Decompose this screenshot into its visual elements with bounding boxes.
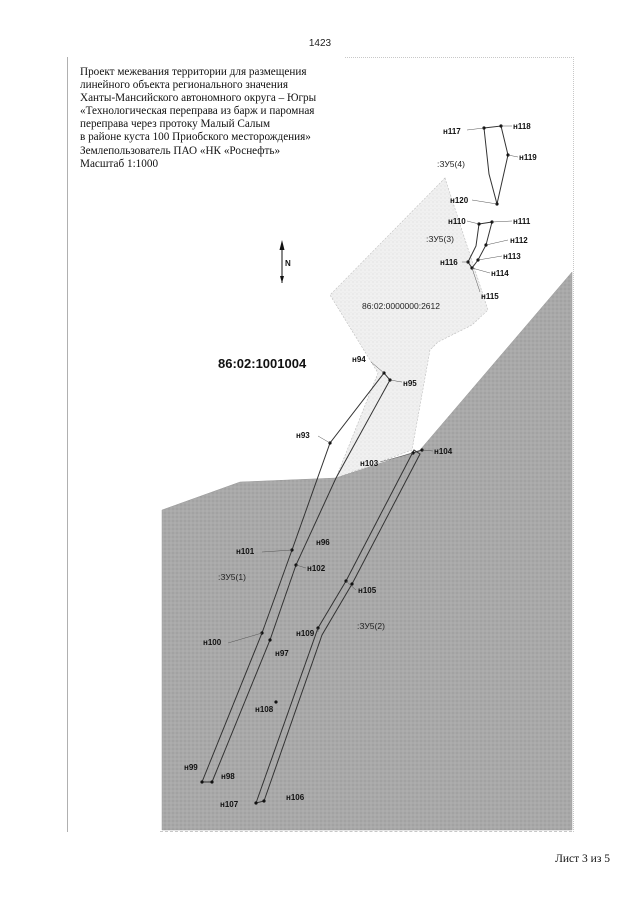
point-label: н102 [307, 564, 326, 573]
point-label: н97 [275, 649, 289, 658]
point-label: н107 [220, 800, 239, 809]
north-label: N [285, 259, 291, 268]
zone-label-zu5-3: :ЗУ5(3) [426, 234, 454, 244]
point-label: н109 [296, 629, 315, 638]
point-label: н106 [286, 793, 305, 802]
point-label: н118 [513, 122, 531, 131]
point-label: н113 [503, 252, 521, 261]
point-label: н98 [221, 772, 235, 781]
point-label: н95 [403, 379, 417, 388]
point-label: н103 [360, 459, 379, 468]
point-label: н108 [255, 705, 274, 714]
title-line: переправа через протоку Малый Салым [80, 118, 271, 131]
zone-label-zu5-2: :ЗУ5(2) [357, 621, 385, 631]
map-frame [67, 57, 574, 832]
point-label: н105 [358, 586, 377, 595]
parcel-area [329, 177, 489, 479]
sheet-label: Лист 3 из 5 [555, 853, 610, 865]
point-label: н112 [510, 236, 528, 245]
point-label: н93 [296, 431, 310, 440]
parcel-number-label: 86:02:0000000:2612 [362, 301, 440, 311]
point-label: н114 [491, 269, 509, 278]
point-label: н119 [519, 153, 537, 162]
page-number: 1423 [308, 38, 332, 49]
title-line: «Технологическая переправа из барж и пар… [80, 105, 315, 118]
zone-boundary-zu5-2 [255, 449, 421, 804]
point-label: н110 [448, 217, 466, 226]
zone-label-zu5-1: :ЗУ5(1) [218, 572, 246, 582]
point-label: н94 [352, 355, 366, 364]
point-label: н101 [236, 547, 255, 556]
zone-boundary-zu5-3 [467, 221, 493, 269]
point-label: н104 [434, 447, 453, 456]
point-label: н99 [184, 763, 198, 772]
title-line: Землепользователь ПАО «НК «Роснефть» [80, 144, 281, 157]
zone-label-zu5-4: :ЗУ5(4) [437, 159, 465, 169]
frame-bottom-edge [160, 831, 572, 832]
leader-lines [227, 125, 519, 644]
title-line: линейного объекта регионального значения [80, 79, 289, 92]
north-arrow-icon: N [279, 240, 291, 283]
point-label: н115 [481, 292, 499, 301]
title-line: Проект межевания территории для размещен… [80, 66, 307, 78]
title-line: Масштаб 1:1000 [80, 157, 159, 170]
point-label: н116 [440, 258, 458, 267]
point-label: н100 [203, 638, 222, 647]
title-line: Ханты-Мансийского автономного округа – Ю… [80, 92, 317, 105]
zone-boundary-zu5-4 [483, 125, 509, 205]
title-block: Проект межевания территории для размещен… [80, 66, 370, 171]
point-label: н96 [316, 538, 330, 547]
title-line: в районе куста 100 Приобского месторожде… [80, 131, 311, 144]
point-label: н120 [450, 196, 469, 205]
frame-top-edge [345, 57, 572, 58]
point-label: н111 [513, 217, 531, 226]
point-label: н117 [443, 127, 461, 136]
cadastral-quarter-label: 86:02:1001004 [218, 356, 307, 371]
